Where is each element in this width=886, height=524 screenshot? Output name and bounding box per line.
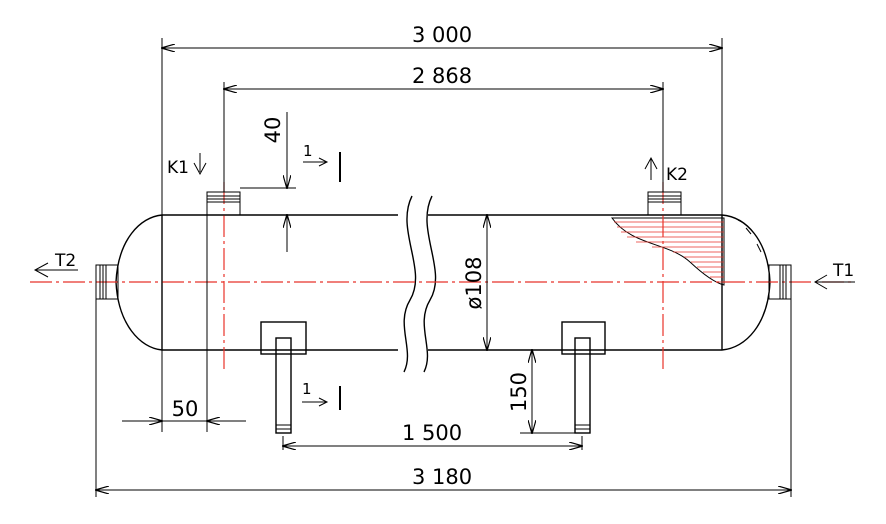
nozzle-k2 (647, 191, 682, 216)
dim-support-height: 150 (507, 372, 531, 412)
dim-total-length: 3 180 (412, 465, 472, 489)
dim-nozzle-offset: 50 (172, 397, 199, 421)
section-mark-bottom: 1 (302, 380, 341, 410)
dim-support-spacing: 1 500 (402, 421, 462, 445)
nozzle-k1 (206, 191, 241, 216)
nozzle-t1 (768, 264, 792, 300)
break-line (403, 195, 417, 373)
flow-arrow-t1 (814, 274, 855, 290)
section-label-top: 1 (303, 142, 313, 160)
dim-nozzle-height: 40 (261, 117, 285, 144)
flow-arrow-t2 (33, 262, 78, 278)
break-line (423, 195, 437, 373)
cutaway-section (611, 217, 762, 286)
section-mark-top: 1 (303, 142, 341, 182)
dim-diameter: ø108 (462, 257, 486, 310)
nozzle-t2 (95, 264, 119, 300)
flow-arrow-k1 (193, 153, 207, 176)
dim-nozzle-spacing: 2 868 (412, 64, 472, 88)
label-t1: T1 (832, 261, 854, 281)
vessel-body (115, 195, 771, 373)
dim-overall-length: 3 000 (412, 23, 472, 47)
support-left (260, 321, 307, 434)
flow-arrow-k2 (644, 156, 658, 180)
label-k1: K1 (167, 158, 189, 178)
support-right (561, 321, 606, 434)
label-t2: T2 (54, 251, 76, 271)
section-label-bottom: 1 (302, 380, 312, 398)
label-k2: K2 (666, 165, 688, 185)
